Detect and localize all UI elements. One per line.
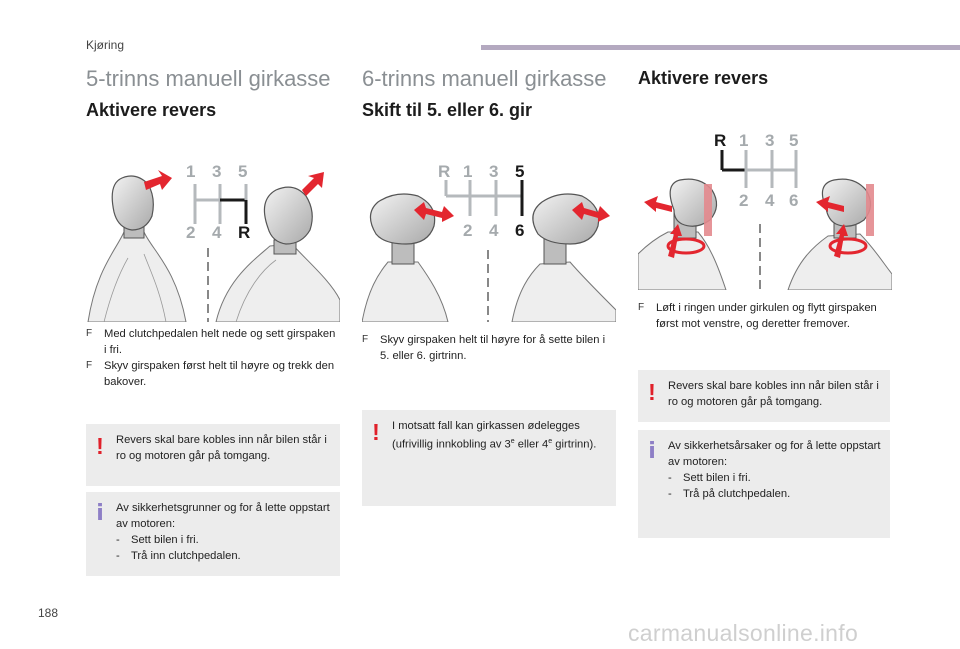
gear-label: 2 (186, 223, 195, 242)
gear-label: 1 (186, 162, 195, 181)
svg-text:2: 2 (739, 191, 748, 210)
svg-text:5: 5 (515, 162, 524, 181)
col2-warning-box: ! I motsatt fall kan girkassen ødelegges… (362, 410, 616, 506)
section-label: Kjøring (86, 38, 125, 52)
gearshift-5-speed-illustration: 1 3 5 2 4 R (87, 162, 340, 322)
col2-title: 6-trinns manuell girkasse (362, 66, 607, 91)
svg-text:2: 2 (463, 221, 472, 240)
svg-text:1: 1 (463, 162, 472, 181)
page-number: 188 (38, 606, 59, 620)
warning-icon: ! (648, 379, 656, 405)
gear-label: 3 (212, 162, 221, 181)
gear-label-reverse: R (238, 223, 250, 242)
svg-text:3: 3 (765, 131, 774, 150)
warning-text: I motsatt fall kan girkassen ødelegges (… (392, 420, 597, 451)
bullet-icon: F (638, 302, 645, 313)
warning-text: Revers skal bare kobles inn når bilen st… (116, 434, 327, 462)
svg-text:R: R (714, 131, 726, 150)
col1-subtitle: Aktivere revers (86, 100, 217, 120)
col1-warning-box: ! Revers skal bare kobles inn når bilen … (86, 424, 340, 486)
svg-text:1: 1 (739, 131, 748, 150)
col3-warning-box: ! Revers skal bare kobles inn når bilen … (638, 370, 890, 422)
gear-label: 5 (238, 162, 247, 181)
svg-text:5: 5 (789, 131, 798, 150)
gearshift-6-speed-illustration: R 1 3 5 2 4 6 (362, 162, 616, 322)
bullet-icon: F (362, 334, 369, 345)
arrow-icon (302, 172, 324, 196)
svg-text:R: R (438, 162, 450, 181)
svg-text:6: 6 (515, 221, 524, 240)
bullet-icon: F (86, 360, 93, 371)
gear-label: 4 (212, 223, 222, 242)
svg-text:4: 4 (489, 221, 499, 240)
svg-text:4: 4 (765, 191, 775, 210)
svg-text:6: 6 (789, 191, 798, 210)
warning-text: Revers skal bare kobles inn når bilen st… (668, 380, 879, 408)
watermark: carmanualsonline.info (628, 620, 859, 646)
warning-icon: ! (372, 419, 380, 445)
gearshift-reverse-illustration: R 1 3 5 2 4 6 (638, 131, 892, 290)
header-bar (481, 45, 960, 50)
info-icon: i (96, 501, 104, 526)
col3-info-box: i Av sikkerhetsårsaker og for å lette op… (638, 430, 890, 538)
info-text: Av sikkerhetsårsaker og for å lette opps… (668, 440, 881, 500)
col3-subtitle: Aktivere revers (638, 68, 769, 88)
arrow-icon (144, 170, 172, 190)
info-icon: i (648, 439, 656, 464)
info-text: Av sikkerhetsgrunner og for å lette opps… (116, 502, 330, 562)
bullet-icon: F (86, 328, 93, 339)
col1-title: 5-trinns manuell girkasse (86, 66, 331, 91)
col1-info-box: i Av sikkerhetsgrunner og for å lette op… (86, 492, 340, 576)
svg-text:3: 3 (489, 162, 498, 181)
warning-icon: ! (96, 433, 104, 459)
col2-subtitle: Skift til 5. eller 6. gir (362, 100, 533, 120)
